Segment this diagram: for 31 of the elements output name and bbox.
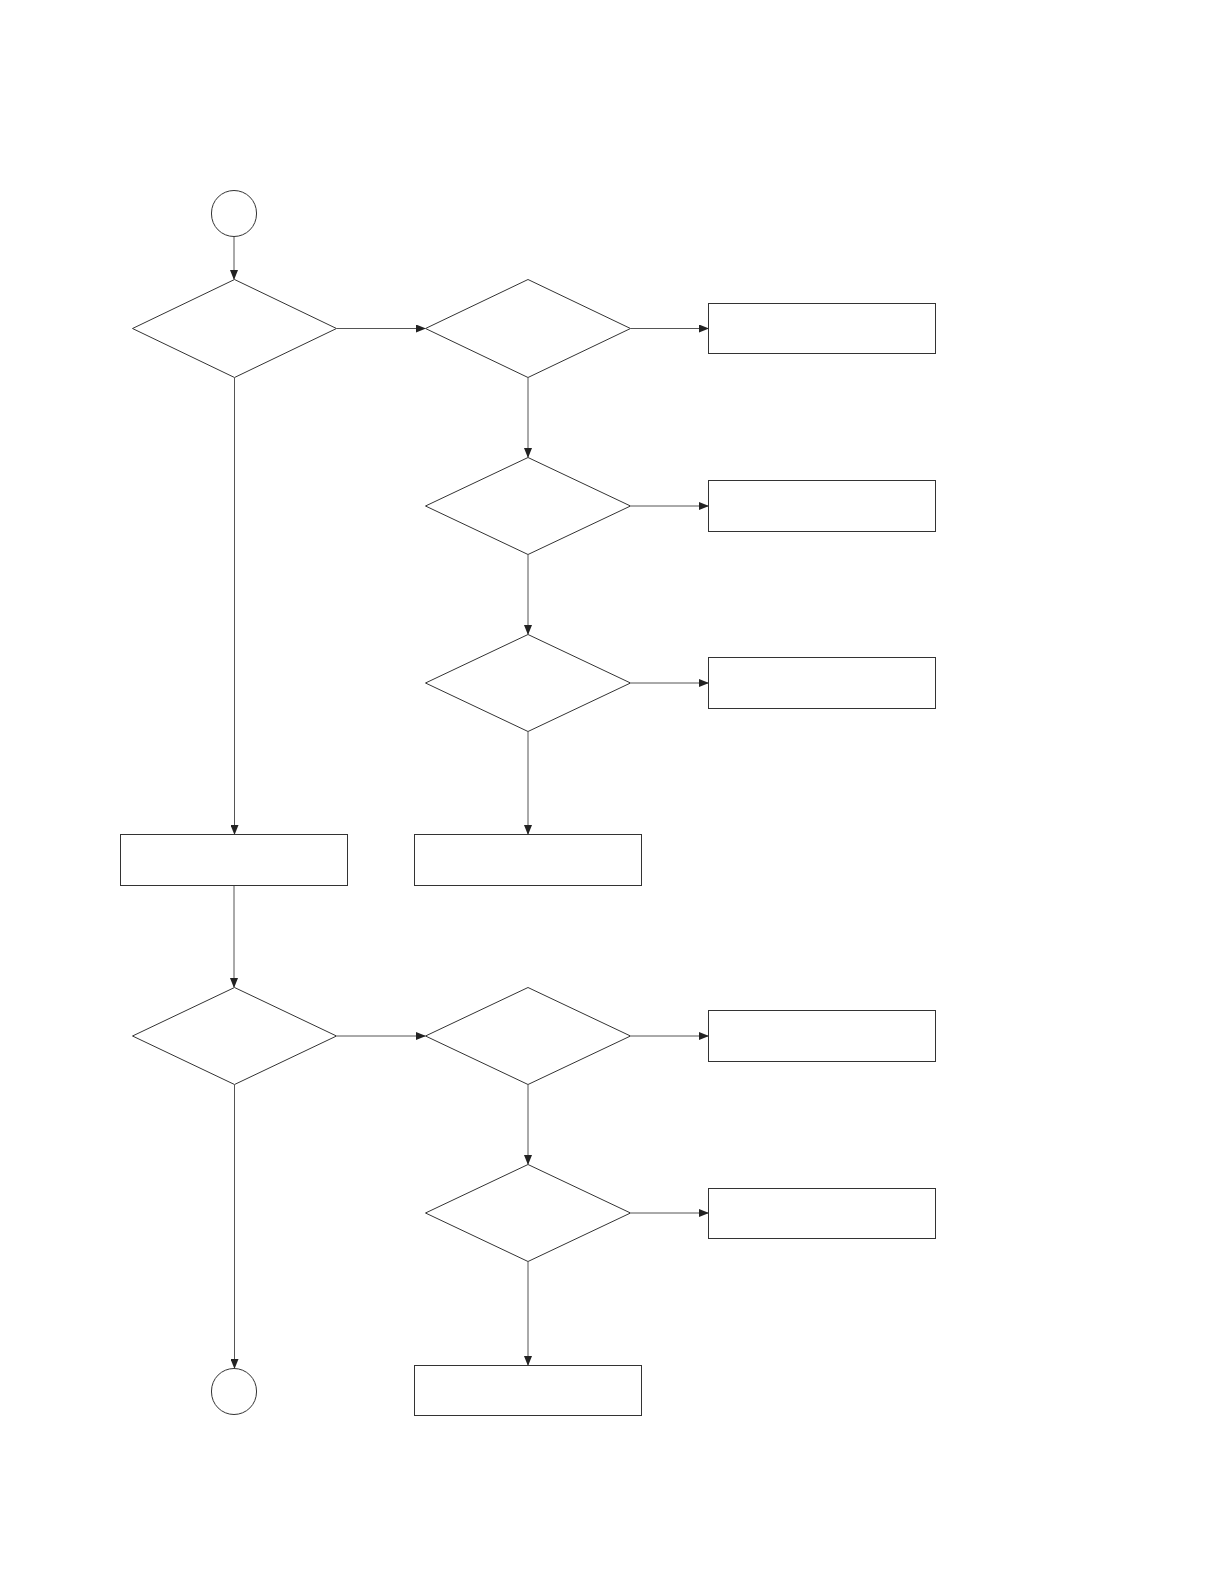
arrow bbox=[524, 1261, 532, 1366]
process-box bbox=[414, 1365, 642, 1416]
arrow bbox=[230, 236, 238, 280]
arrow bbox=[630, 1032, 709, 1040]
arrow bbox=[230, 885, 238, 988]
process-box bbox=[708, 657, 936, 709]
arrow bbox=[630, 1209, 709, 1217]
process-box bbox=[708, 303, 936, 354]
decision-diamond bbox=[425, 457, 631, 555]
arrow bbox=[630, 324, 709, 333]
decision-diamond bbox=[425, 279, 631, 378]
decision-diamond bbox=[132, 279, 337, 378]
process-box bbox=[414, 834, 642, 886]
arrow bbox=[524, 554, 532, 635]
decision-diamond bbox=[425, 987, 631, 1085]
decision-diamond bbox=[132, 987, 337, 1085]
arrow bbox=[524, 731, 532, 835]
process-box bbox=[708, 1010, 936, 1062]
process-box bbox=[708, 480, 936, 532]
decision-diamond bbox=[425, 1164, 631, 1262]
arrow bbox=[230, 377, 239, 835]
process-box bbox=[120, 834, 348, 886]
arrow bbox=[336, 324, 426, 333]
arrow bbox=[630, 502, 709, 510]
arrow bbox=[630, 679, 709, 687]
arrow bbox=[230, 1084, 239, 1369]
arrow bbox=[336, 1032, 426, 1040]
decision-diamond bbox=[425, 634, 631, 732]
arrow bbox=[524, 377, 532, 458]
arrow bbox=[524, 1084, 532, 1165]
process-box bbox=[708, 1188, 936, 1239]
